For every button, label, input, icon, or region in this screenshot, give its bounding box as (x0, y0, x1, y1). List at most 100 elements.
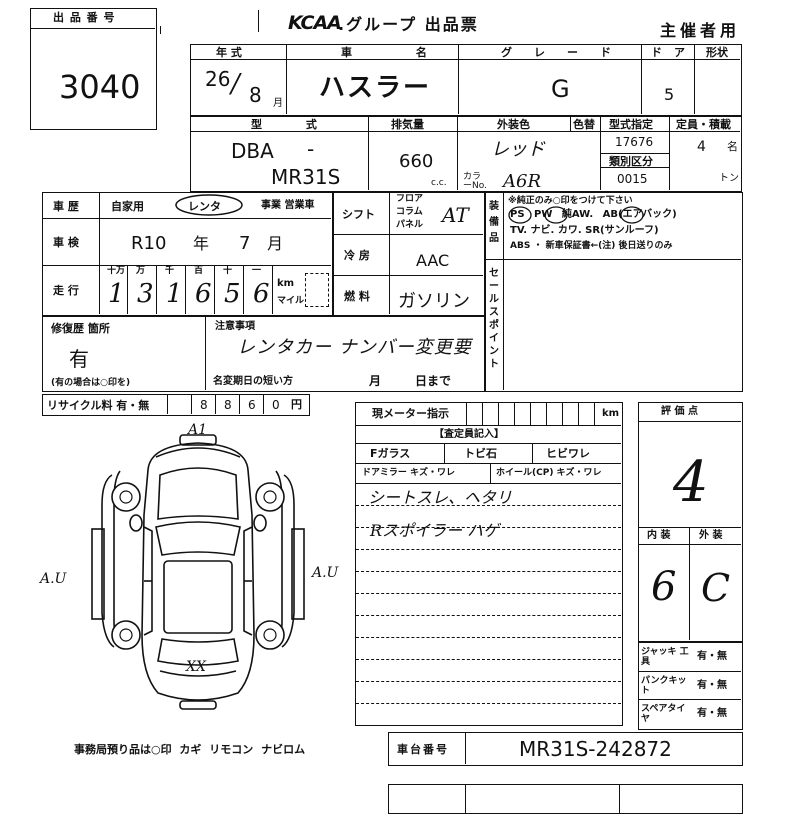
year-label: 年 式 (216, 46, 242, 59)
diagram-rear-mark: XX (186, 659, 206, 675)
capacity-value: 4 (697, 139, 706, 155)
displacement-label: 排気量 (391, 118, 424, 131)
color-value: レッド (491, 139, 545, 160)
repair-label: 修復歴 箇所 (51, 322, 110, 335)
interior-label: 内 装 (647, 530, 671, 541)
recycle-yen: 円 (291, 398, 302, 411)
mirror-label: ドアミラー キズ・ワレ (362, 468, 455, 478)
type-cert-label: 型式指定 (609, 118, 653, 131)
tool-value: 有・無 (697, 708, 727, 719)
tool-row: スペアタイヤ有・無 (639, 699, 741, 727)
recycle-digit-cell: 0 (263, 395, 287, 414)
repair-note: (有の場合は○印を) (51, 378, 131, 388)
car-diagram (91, 434, 305, 710)
year-slash: / (231, 69, 240, 99)
equipment-line-1: PS PW 純AW. AB(エアバック) (510, 209, 677, 220)
interior-value: 6 (651, 564, 677, 610)
mileage-digit-label: 百 (194, 266, 204, 276)
tool-label: スペアタイヤ (641, 704, 686, 724)
recycle-digit: 0 (272, 398, 280, 412)
exterior-label: 外 装 (699, 530, 723, 541)
sales-point-label: セールスポイント (489, 268, 499, 370)
chassis-block: 車台番号 MR31S-242872 (388, 732, 743, 766)
mileage-digit-label: 十 (223, 266, 233, 276)
recycle-label: リサイクル料 有・無 (47, 399, 150, 412)
tool-row: ジャッキ 工 具有・無 (639, 643, 741, 671)
diagram-front-mark: A1 (188, 422, 208, 438)
tool-row: パンクキット有・無 (639, 671, 741, 699)
drive-block: シフト フロア コラム パネル AT 冷 房 AAC 燃 料 ガソリン (333, 192, 485, 316)
month-value: 8 (249, 83, 262, 107)
equipment-block: 装 備 品 ※純正のみ○印をつけて下さい PS PW 純AW. AB(エアバック… (485, 192, 743, 392)
lot-number: 3040 (59, 68, 141, 106)
mile-check-box (305, 273, 329, 307)
equipment-line-3: ABS ・ 新車保証書←(注) 後日送りのみ (510, 241, 673, 251)
inspection-era: R10 (131, 233, 167, 254)
km-label: km (277, 278, 295, 289)
recycle-digit: 8 (200, 398, 208, 412)
private-use: 自家用 (111, 200, 144, 213)
color-no-label: カラーNo. (463, 172, 487, 191)
mileage-digit-label: 十万 (107, 266, 126, 276)
name-change-month: 月 (369, 374, 382, 388)
capacity-unit: 名 (727, 140, 738, 153)
car-name-value: ハスラー (319, 73, 432, 103)
shift-label: シフト (342, 208, 375, 221)
business-use: 事業 営業車 (261, 200, 315, 211)
score-value: 4 (673, 450, 709, 515)
door-label: ドア (651, 46, 697, 59)
spec-row: 型 式 排気量 外装色 色替 型式指定 定員・積載 DBA - MR31S 66… (190, 116, 742, 192)
inspection-month-unit: 月 (267, 234, 284, 253)
rental-use: レンタ (188, 200, 221, 213)
inspector-label: 【査定員記入】 (434, 429, 504, 440)
ac-value: AAC (416, 251, 450, 270)
form-title: .グループ 出品票 (338, 15, 479, 34)
mileage-digit-value: 6 (253, 279, 270, 309)
color-change-label: 色替 (573, 118, 595, 131)
vehicle-row: 年 式 車 名 グレード ドア 形状 26 / 8 月 ハスラー G 5 (190, 44, 742, 116)
repair-remarks-block: 修復歴 箇所 有 (有の場合は○印を) 注意事項 レンタカー ナンバー変更要 名… (42, 316, 485, 392)
exterior-color-label: 外装色 (497, 118, 530, 131)
equipment-line-2: TV. ナビ. カワ. SR(サンルーフ) (510, 225, 659, 236)
model-label: 型 式 (251, 118, 317, 131)
fglass-label: Fガラス (370, 447, 411, 460)
grade-label: グレード (501, 46, 633, 59)
model-dash: - (307, 137, 315, 161)
name-change-day: 日まで (415, 374, 452, 388)
tool-value: 有・無 (697, 680, 727, 691)
lot-box: 出 品 番 号 3040 (30, 8, 157, 130)
mileage-digit-label: 千 (165, 266, 175, 276)
capacity-label: 定員・積載 (676, 118, 731, 131)
inspection-year-unit: 年 (193, 234, 210, 253)
mileage-label: 走 行 (53, 284, 79, 297)
type-class-value: 0015 (617, 172, 648, 186)
meter-block: 現メーター指示 km 【査定員記入】 Fガラス トビ石 ヒビワレ ドアミラー キ… (355, 402, 623, 726)
model-code: MR31S (271, 165, 341, 189)
type-cert-value: 17676 (615, 135, 654, 149)
office-note: 事務局預り品は○印 カギ リモコン ナビロム (74, 743, 306, 756)
recycle-digit-cell: 8 (191, 395, 215, 414)
inspector-comment-1: シートスレ、ヘタリ (368, 488, 513, 507)
wheel-label: ホイール(CP) キズ・ワレ (496, 468, 602, 478)
shift-option-floor: フロア (396, 194, 424, 204)
inspection-month: 7 (239, 233, 251, 254)
recycle-digit-cell: 8 (215, 395, 239, 414)
repair-value: 有 (69, 347, 89, 371)
model-prefix: DBA (231, 139, 274, 163)
mile-label: マイル (277, 296, 305, 306)
shape-label: 形状 (706, 46, 728, 59)
fuel-label: 燃 料 (344, 290, 370, 303)
car-name-label: 車 名 (341, 46, 427, 59)
rental-circle-mark (175, 194, 243, 216)
tool-label: ジャッキ 工 具 (641, 647, 689, 667)
cc-unit: c.c. (431, 178, 447, 188)
history-label: 車 歴 (53, 200, 79, 213)
mileage-digit-value: 5 (224, 279, 241, 309)
